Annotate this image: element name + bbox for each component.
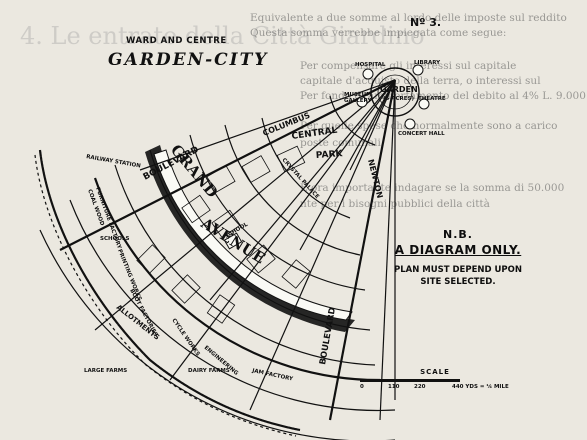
concert-hall-marker	[404, 118, 416, 130]
label-concert-hall: CONCERT HALL	[398, 131, 445, 137]
scale-ticks: 0 110 220 440 YDS = ¼ MILE	[360, 384, 530, 394]
radial-roads	[59, 79, 397, 421]
scale-tick: 110	[388, 384, 400, 390]
scale-bar	[360, 379, 460, 382]
nb-note: N.B. A DIAGRAM ONLY. PLAN MUST DEPEND UP…	[378, 228, 538, 287]
main-title: GARDEN-CITY	[108, 50, 269, 70]
label-theatre: THEATRE	[418, 96, 446, 102]
scale-tick: 440 YDS = ¼ MILE	[452, 384, 509, 390]
library-marker	[412, 64, 424, 76]
railway-line	[38, 149, 301, 432]
bg-line: capitale d'acquisto della terra, o inter…	[300, 75, 541, 87]
museum-marker	[356, 96, 368, 108]
label-printing-works: PRINTING WORKS	[116, 249, 142, 302]
central-garden-inner	[377, 74, 413, 110]
label-museum: MUSEUM	[344, 92, 372, 98]
label-library: LIBRARY	[414, 60, 441, 66]
scale-bar-block: SCALE 0 110 220 440 YDS = ¼ MILE	[360, 368, 530, 394]
label-hospital: HOSPITAL	[355, 62, 386, 68]
nb-site-selected: SITE SELECTED.	[420, 277, 496, 287]
label-park: PARK	[316, 149, 344, 161]
bg-line: Per quelle spese che normalmente sono a …	[300, 120, 558, 132]
label-crystal-palace: CRYSTAL PALACE	[281, 157, 321, 200]
ward-title: WARD AND CENTRE	[126, 36, 227, 46]
bg-line: Per compensare gli interessi sul capital…	[300, 60, 517, 72]
label-schools: SCHOOLS	[100, 236, 129, 242]
scale-tick: 220	[414, 384, 426, 390]
label-newton: NEWTON	[366, 158, 384, 199]
label-dairy-farms: DAIRY FARMS	[188, 368, 230, 374]
school-marker	[223, 232, 243, 250]
theatre-marker	[418, 98, 430, 110]
grand-avenue-band	[145, 145, 355, 332]
label-large-farms: LARGE FARMS	[84, 368, 127, 374]
scale-title: SCALE	[420, 368, 450, 376]
hospital-marker	[362, 68, 374, 80]
block-outlines	[136, 145, 311, 324]
bg-line: Questa somma verrebbe impiegata come seg…	[250, 27, 507, 39]
plan-number: Nº 3.	[410, 16, 442, 29]
railway-ties	[34, 154, 297, 437]
label-garden: GARDEN	[380, 85, 418, 94]
central-garden-circle	[370, 67, 420, 117]
nb-title: N.B.	[443, 228, 473, 241]
nb-diagram-only: A DIAGRAM ONLY.	[394, 243, 522, 257]
bg-line: Equivalente a due somme al lordo delle i…	[250, 12, 567, 24]
bg-line: È ora importante indagare se la somma di…	[300, 182, 565, 194]
nb-plan-depend: PLAN MUST DEPEND UPON	[393, 265, 523, 275]
label-railway-station: RAILWAY STATION	[86, 154, 142, 170]
bg-line: poste comunali	[300, 137, 381, 149]
label-jam-factory: JAM FACTORY	[251, 368, 295, 383]
label-gallery: GALLERY	[344, 98, 372, 104]
bg-heading: 4. Le entrate della Città Giardino	[20, 22, 425, 50]
scale-tick: 0	[360, 384, 364, 390]
label-garden-sub: (5 ACRES)	[383, 96, 415, 102]
label-cycle-works: CYCLE WORKS	[170, 318, 200, 358]
